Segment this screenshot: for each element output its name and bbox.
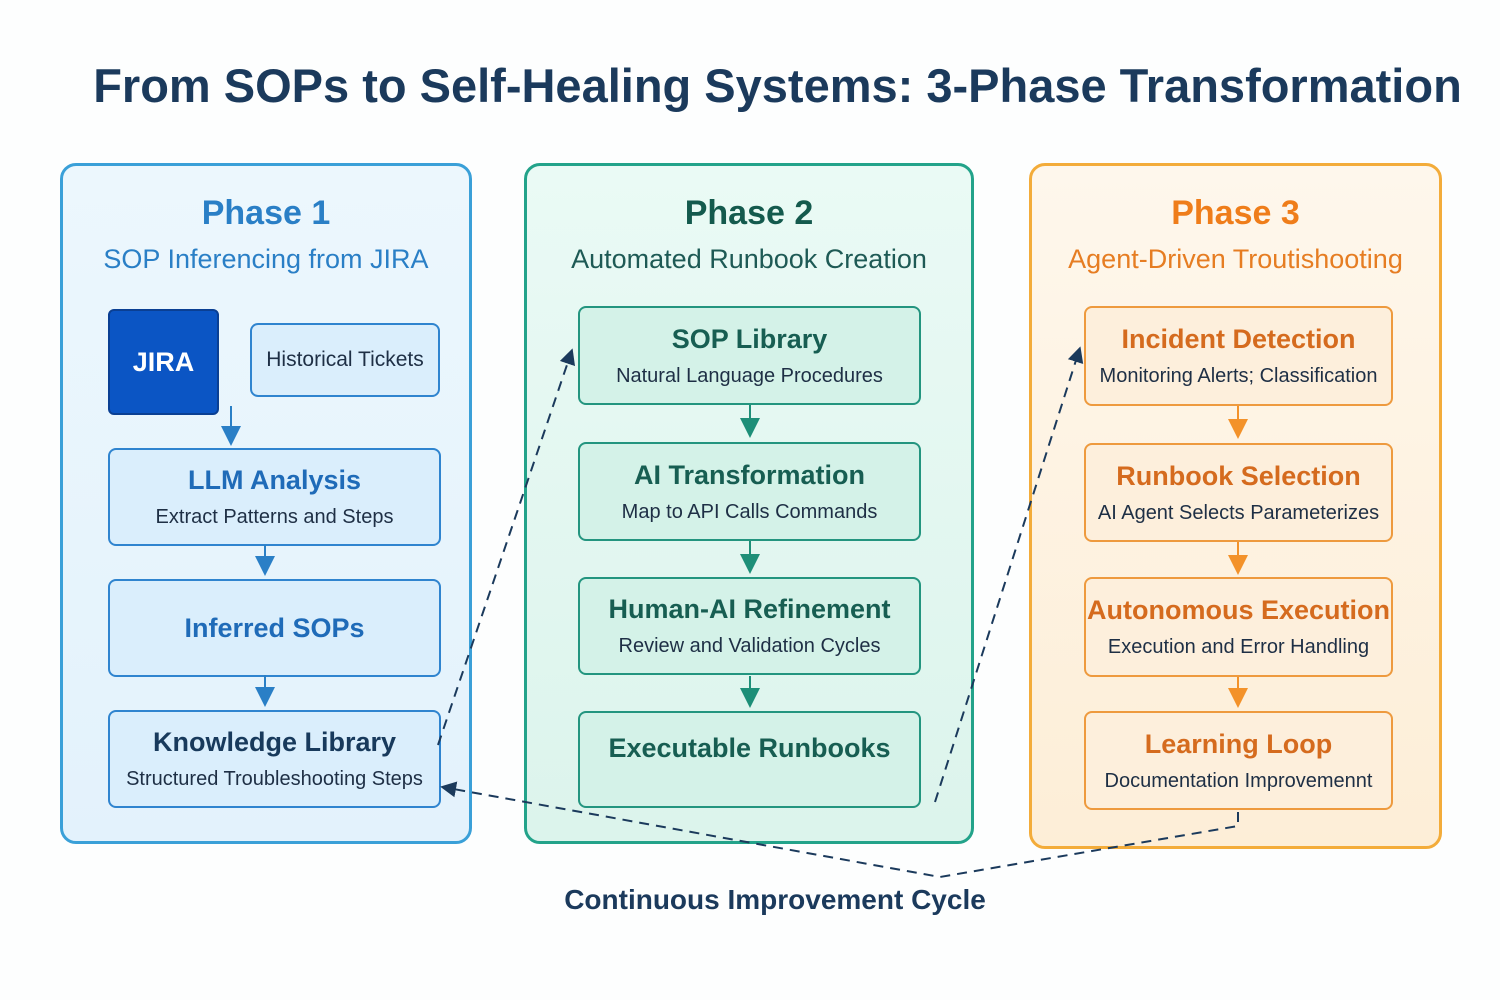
step-sub: Natural Language Procedures (616, 364, 883, 387)
box-label: Historical Tickets (266, 348, 424, 371)
step-title: AI Transformation (633, 459, 866, 490)
diagram-title: From SOPs to Self-Healing Systems: 3-Pha… (93, 59, 1462, 112)
step-sub: AI Agent Selects Parameterizes (1097, 501, 1380, 524)
step-title: Knowledge Library (152, 727, 397, 757)
step-title: Incident Detection (1121, 324, 1356, 354)
cycle-caption: Continuous Improvement Cycle (564, 884, 986, 915)
step-box: Executable Runbooks (578, 711, 921, 808)
step-sub: Extract Patterns and Steps (155, 506, 394, 528)
step-sub: Structured Troubleshooting Steps (126, 768, 423, 790)
phase-2-panel: Phase 2 Automated Runbook Creation SOP L… (524, 163, 974, 844)
step-sub: Map to API Calls Commands (621, 500, 878, 523)
phase-1-arrows (221, 406, 275, 707)
improvement-cycle-arrows (437, 346, 1239, 879)
phase-title: Phase 3 (1171, 194, 1300, 232)
step-title: LLM Analysis (187, 465, 362, 495)
phase-subtitle: SOP Inferencing from JIRA (103, 244, 429, 274)
step-box: Inferred SOPs (108, 579, 441, 677)
step-sub: Review and Validation Cycles (618, 635, 881, 657)
phase-title: Phase 1 (201, 194, 331, 232)
phase-3-panel: Phase 3 Agent-Driven Troutishooting Inci… (1029, 163, 1442, 849)
step-title: Inferred SOPs (184, 612, 365, 643)
phase-1-panel: Phase 1 SOP Inferencing from JIRA JIRA H… (60, 163, 472, 844)
step-box: Runbook Selection AI Agent Selects Parame… (1084, 443, 1393, 542)
jira-box: JIRA (108, 309, 219, 415)
step-title: Runbook Selection (1116, 460, 1361, 491)
step-title: Executable Runbooks (608, 733, 891, 763)
step-sub: Monitoring Alerts; Classification (1099, 365, 1378, 387)
step-title: Autonomous Execution (1087, 595, 1390, 625)
phase-subtitle: Automated Runbook Creation (571, 244, 927, 274)
step-title: Human-AI Refinement (608, 594, 891, 624)
phase-title: Phase 2 (684, 194, 814, 232)
phase-subtitle: Agent-Driven Troutishooting (1068, 244, 1403, 274)
step-sub: Execution and Error Handling (1107, 636, 1370, 658)
historical-tickets-box: Historical Tickets (250, 323, 440, 397)
step-sub: Documentation Improvemennt (1104, 769, 1373, 792)
step-title: SOP Library (671, 323, 828, 354)
step-title: Learning Loop (1144, 728, 1333, 759)
